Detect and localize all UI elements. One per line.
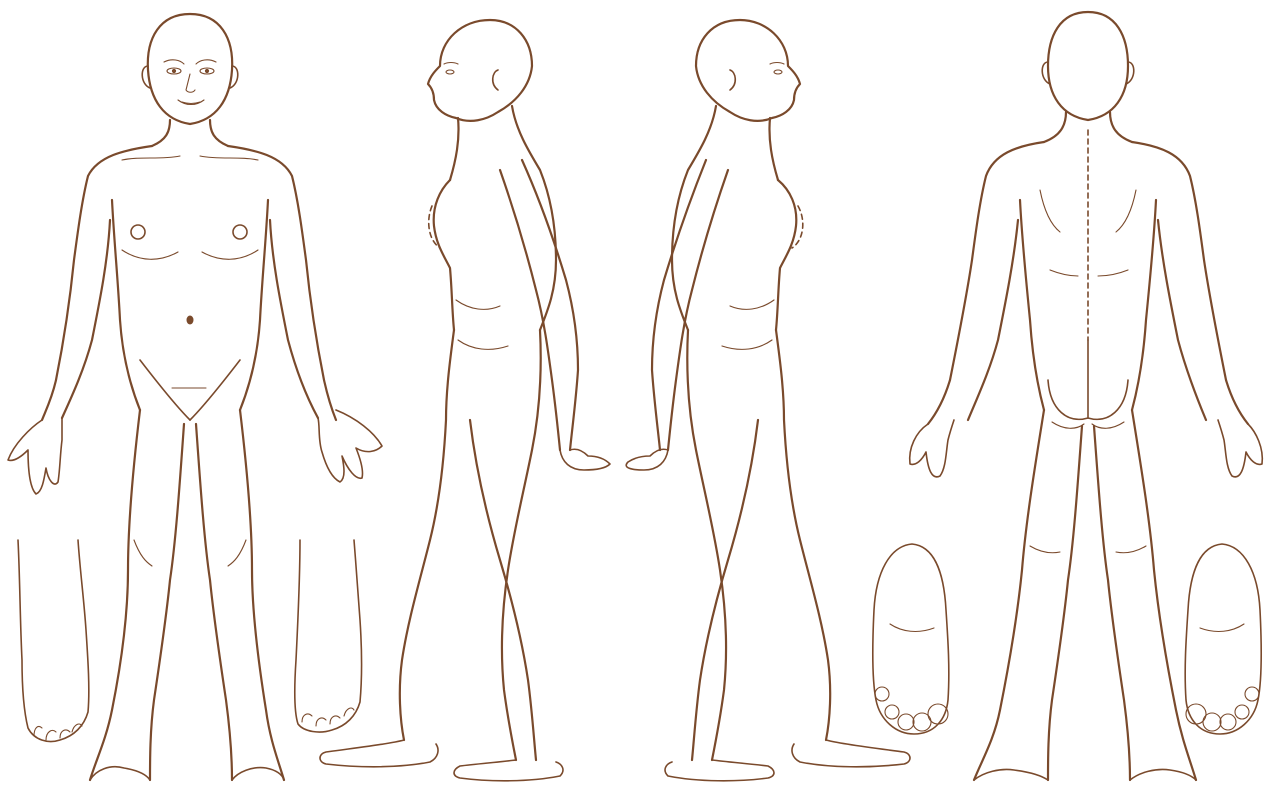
body-front-view [8,14,382,780]
foot-sole-right [1185,544,1261,734]
foot-dorsum-left [18,540,89,742]
body-side-view-left [626,20,910,781]
foot-sole-left [873,544,949,734]
body-side-view-right [320,20,610,781]
foot-dorsum-right [295,540,362,732]
body-back-view [910,12,1263,780]
